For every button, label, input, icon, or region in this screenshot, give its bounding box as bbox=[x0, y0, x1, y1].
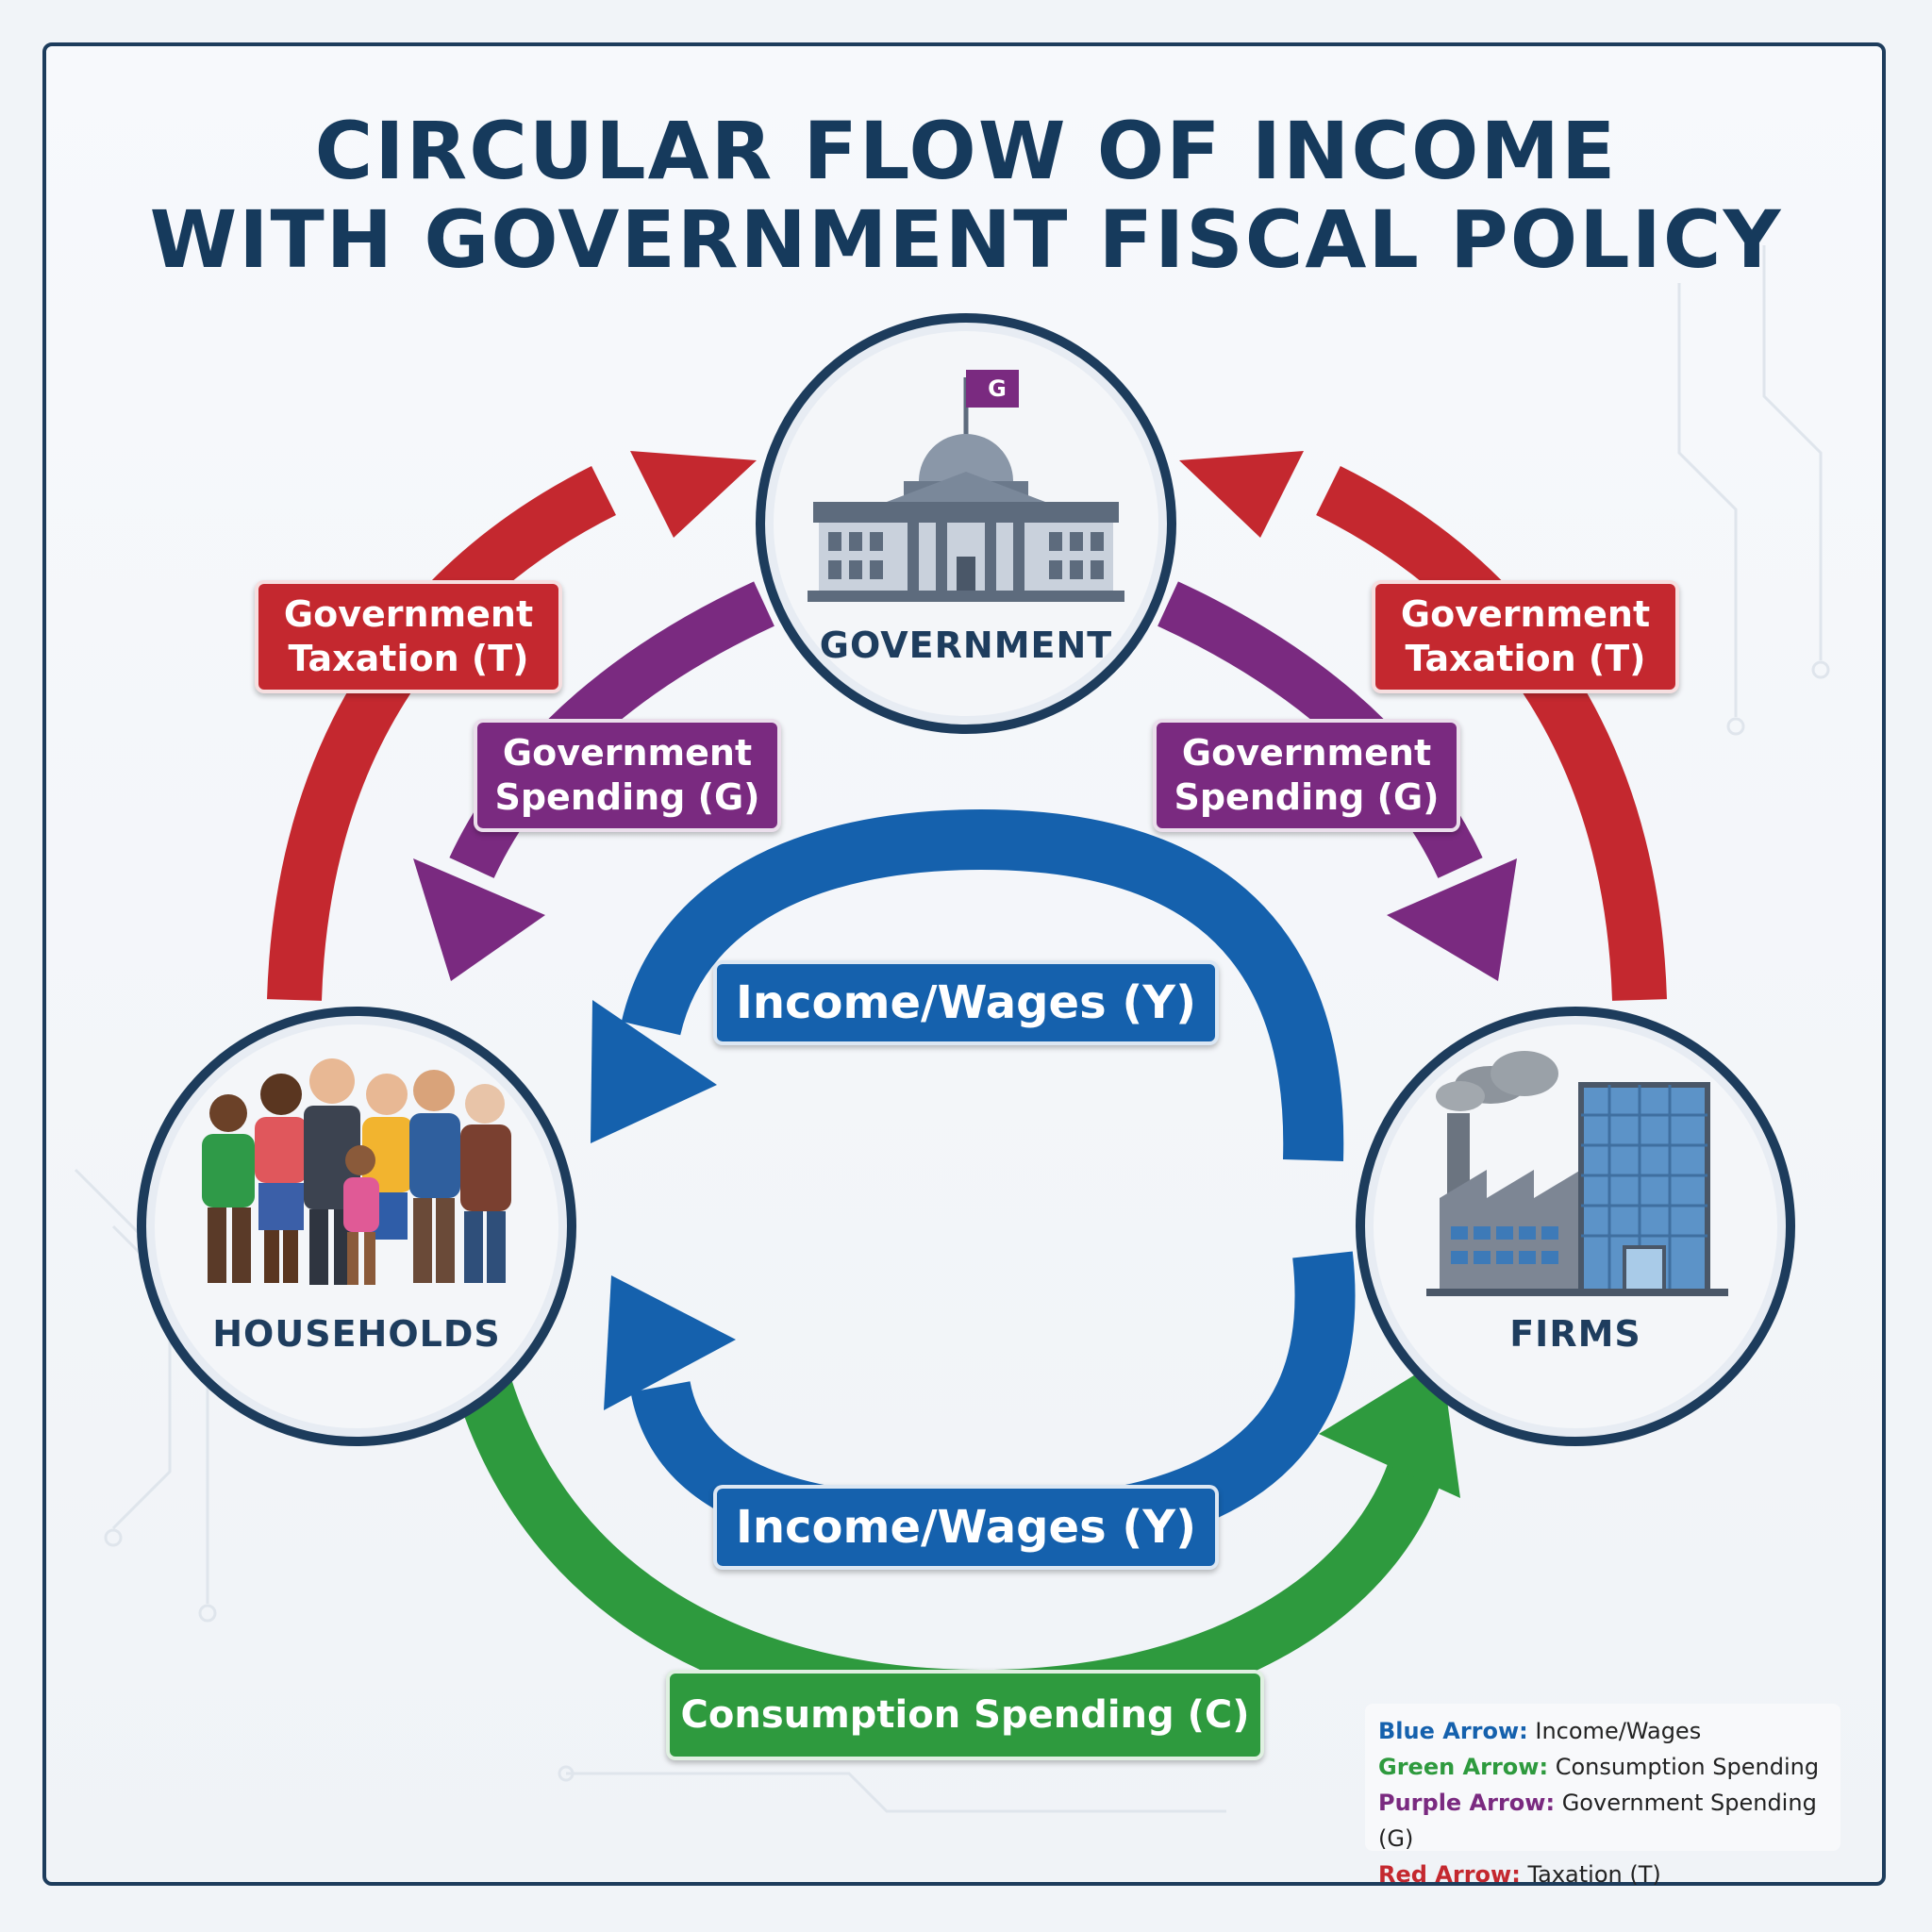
income-top-label: Income/Wages (Y) bbox=[713, 960, 1219, 1045]
taxation-left-line2: Taxation (T) bbox=[288, 638, 529, 679]
legend-key-purple: Purple Arrow: bbox=[1378, 1790, 1556, 1816]
legend-key-blue: Blue Arrow: bbox=[1378, 1718, 1528, 1744]
red-arrowhead-right bbox=[1179, 451, 1304, 538]
taxation-right-line1: Government bbox=[1400, 592, 1651, 635]
legend-value-blue: Income/Wages bbox=[1535, 1718, 1702, 1744]
firms-label: FIRMS bbox=[1509, 1313, 1641, 1355]
legend-item-purple: Purple Arrow: Government Spending (G) bbox=[1378, 1785, 1827, 1857]
capitol-building-icon bbox=[808, 370, 1124, 602]
blue-arrow-top bbox=[621, 808, 1344, 1161]
taxation-right-label: Government Taxation (T) bbox=[1372, 580, 1679, 693]
spending-right-label: Government Spending (G) bbox=[1153, 719, 1460, 832]
legend-value-purple: Government Spending (G) bbox=[1378, 1790, 1817, 1852]
households-node bbox=[137, 1007, 576, 1446]
income-top-text: Income/Wages (Y) bbox=[735, 976, 1196, 1029]
income-bottom-text: Income/Wages (Y) bbox=[735, 1501, 1196, 1554]
spending-left-line1: Government bbox=[502, 731, 753, 774]
legend: Blue Arrow: Income/Wages Green Arrow: Co… bbox=[1365, 1704, 1840, 1888]
legend-value-green: Consumption Spending bbox=[1555, 1754, 1820, 1780]
firms-node bbox=[1356, 1007, 1795, 1446]
legend-item-blue: Blue Arrow: Income/Wages bbox=[1378, 1713, 1827, 1749]
legend-key-green: Green Arrow: bbox=[1378, 1754, 1549, 1780]
consumption-label: Consumption Spending (C) bbox=[666, 1670, 1264, 1760]
legend-key-red: Red Arrow: bbox=[1378, 1861, 1521, 1888]
taxation-right-line2: Taxation (T) bbox=[1405, 638, 1646, 679]
title-line-1: CIRCULAR FLOW OF INCOME bbox=[314, 105, 1618, 197]
households-label: HOUSEHOLDS bbox=[212, 1313, 501, 1355]
blue-arrowhead-bottom bbox=[604, 1275, 736, 1410]
purple-arrowhead-right bbox=[1387, 858, 1517, 981]
income-bottom-label: Income/Wages (Y) bbox=[713, 1485, 1219, 1570]
spending-left-line2: Spending (G) bbox=[494, 776, 760, 818]
government-flag-letter: G bbox=[988, 375, 1007, 402]
spending-right-line2: Spending (G) bbox=[1174, 776, 1440, 818]
legend-item-green: Green Arrow: Consumption Spending bbox=[1378, 1749, 1827, 1785]
blue-arrowhead-top bbox=[591, 1000, 717, 1143]
government-label: GOVERNMENT bbox=[819, 625, 1113, 666]
taxation-left-line1: Government bbox=[283, 592, 534, 635]
factory-office-icon bbox=[1426, 1051, 1728, 1296]
purple-arrowhead-left bbox=[413, 858, 545, 981]
legend-item-red: Red Arrow: Taxation (T) bbox=[1378, 1857, 1827, 1892]
spending-right-line1: Government bbox=[1181, 731, 1432, 774]
family-group-icon bbox=[202, 1058, 511, 1285]
title-line-2: WITH GOVERNMENT FISCAL POLICY bbox=[149, 193, 1783, 286]
taxation-left-label: Government Taxation (T) bbox=[255, 580, 562, 693]
red-arrowhead-left bbox=[630, 451, 757, 538]
consumption-text: Consumption Spending (C) bbox=[680, 1693, 1250, 1737]
legend-value-red: Taxation (T) bbox=[1527, 1861, 1661, 1888]
government-node bbox=[756, 313, 1176, 734]
green-arrowhead bbox=[1319, 1358, 1460, 1498]
spending-left-label: Government Spending (G) bbox=[474, 719, 781, 832]
